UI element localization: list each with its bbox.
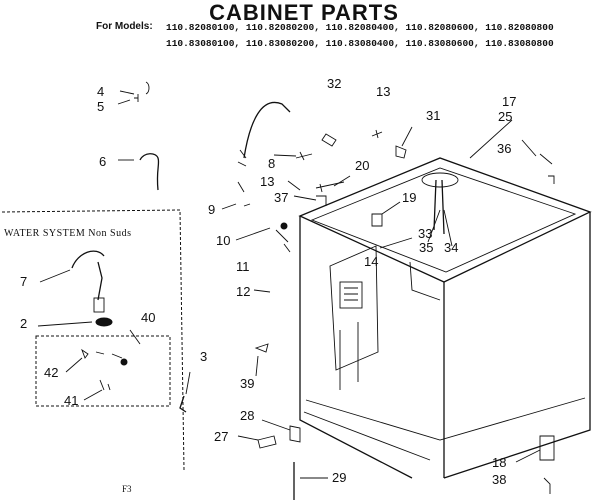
part-19-clip [371, 213, 383, 227]
callout-17: 17 [502, 94, 516, 109]
callout-2: 2 [20, 316, 27, 331]
inset-valve-parts [81, 348, 123, 359]
callout-29: 29 [332, 470, 346, 485]
callout-34: 34 [444, 240, 458, 255]
callout-11: 11 [236, 259, 250, 274]
callout-8: 8 [268, 156, 275, 171]
models-row-1: 110.82080100, 110.82080200, 110.82080400… [166, 22, 554, 33]
callout-19: 19 [402, 190, 416, 205]
callout-18: 18 [492, 455, 506, 470]
part-4-clip [145, 81, 150, 95]
part-28 [289, 425, 301, 443]
part-36 [539, 153, 555, 184]
callout-31: 31 [426, 108, 440, 123]
part-10-nut [280, 222, 288, 230]
callout-14: 14 [364, 254, 378, 269]
part-18-bracket [539, 435, 555, 461]
part-13-bracket [321, 133, 337, 147]
small-parts [134, 81, 555, 500]
callout-40: 40 [141, 310, 155, 325]
cabinet-bottom-lip [303, 411, 431, 461]
cabinet-body [298, 157, 592, 479]
part-38 [543, 477, 551, 494]
leader-lines [37, 90, 541, 479]
callout-labels: 4 5 6 32 13 31 17 25 36 8 20 13 37 19 9 … [20, 76, 516, 494]
callout-42: 42 [44, 365, 58, 380]
part-3 [179, 395, 187, 413]
part-6-grommet [139, 153, 160, 191]
callout-27: 27 [214, 429, 228, 444]
wiring-block-lines [344, 287, 358, 301]
inset-valve-stem [99, 379, 111, 391]
callout-39: 39 [240, 376, 254, 391]
footer-code: F3 [122, 484, 132, 494]
part-32-hose [243, 101, 291, 159]
cabinet-top [298, 157, 592, 283]
part-31 [395, 145, 407, 159]
callout-35: 35 [419, 240, 433, 255]
wiring-block [339, 281, 363, 309]
inset-hose-coupling [93, 297, 105, 313]
part-20 [315, 181, 345, 193]
part-5 [134, 94, 139, 102]
inset-title: WATER SYSTEM Non Suds [4, 228, 131, 239]
callout-6: 6 [99, 154, 106, 169]
inset-washer [95, 317, 113, 327]
cabinet-top-rim [310, 167, 577, 273]
callout-12: 12 [236, 284, 250, 299]
callout-37: 37 [274, 190, 288, 205]
callout-4: 4 [97, 84, 104, 99]
center-cap [421, 172, 459, 188]
center-stand [433, 179, 445, 235]
water-system-inset: WATER SYSTEM Non Suds [1, 209, 185, 471]
callout-33: 33 [418, 226, 432, 241]
models-label: For Models: [96, 21, 153, 32]
callout-20: 20 [355, 158, 369, 173]
cabinet-right-edge [443, 212, 591, 479]
part-9 [237, 181, 251, 207]
part-11 [275, 229, 291, 253]
page-title: CABINET PARTS [209, 0, 399, 25]
callout-38: 38 [492, 472, 506, 487]
callout-3: 3 [200, 349, 207, 364]
part-39 [254, 343, 269, 353]
part-32-clamp [237, 149, 247, 167]
part-27 [257, 435, 277, 449]
cabinet-left-edge [299, 216, 413, 479]
callout-5: 5 [97, 99, 104, 114]
inset-valve-knob [120, 358, 128, 366]
inset-valve-box [35, 335, 171, 407]
callout-10: 10 [216, 233, 230, 248]
inset-hose-pipe [97, 261, 103, 301]
callout-32: 32 [327, 76, 341, 91]
cabinet-inner-leg [409, 261, 441, 301]
callout-9: 9 [208, 202, 215, 217]
cabinet-cutaway-braces [339, 322, 359, 390]
callout-7: 7 [20, 274, 27, 289]
inset-border [1, 209, 185, 471]
callout-28: 28 [240, 408, 254, 423]
callout-41: 41 [64, 393, 78, 408]
callout-25: 25 [498, 109, 512, 124]
callout-36: 36 [497, 141, 511, 156]
cabinet-cutaway [329, 245, 379, 371]
inset-hose [71, 250, 105, 269]
callout-13: 13 [260, 174, 274, 189]
callout-13-top: 13 [376, 84, 390, 99]
part-13-screw [371, 129, 383, 139]
part-37 [316, 195, 327, 206]
models-row-2: 110.83080100, 110.83080200, 110.83080400… [166, 38, 554, 49]
cabinet-base-line [305, 397, 586, 441]
part-8-screw [295, 151, 313, 161]
